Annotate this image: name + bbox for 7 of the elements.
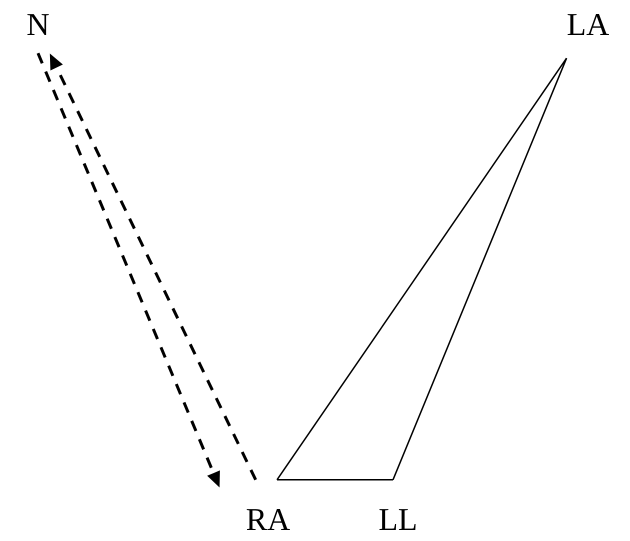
triangle-side — [392, 58, 568, 480]
vertex-label: RA — [246, 508, 290, 530]
triangle-side — [276, 58, 568, 480]
vertex-label: LL — [379, 509, 416, 530]
triangle-side — [277, 479, 393, 481]
vertex-label: N — [27, 14, 49, 35]
vertex-label: LA — [568, 14, 610, 35]
